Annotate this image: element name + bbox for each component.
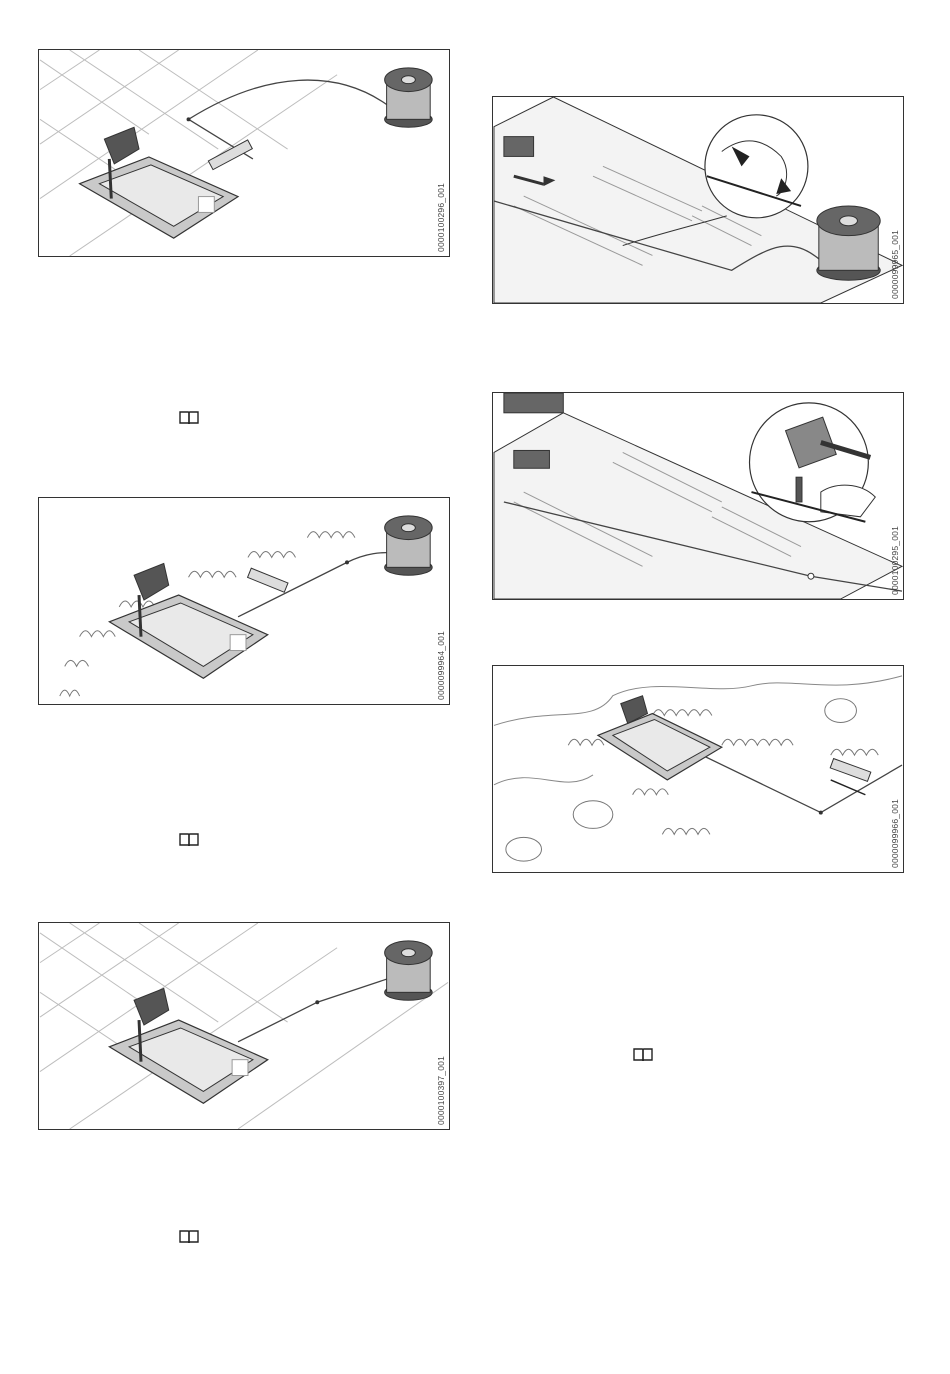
book-icon bbox=[632, 1047, 654, 1063]
illustration-tiled-patio-docking-station-straight-wire bbox=[39, 923, 449, 1129]
figure-code: 0000100397_001 bbox=[436, 1056, 446, 1125]
figure-code: 0000100296_001 bbox=[436, 183, 446, 252]
wire-spool bbox=[817, 206, 880, 280]
wire-spool bbox=[385, 516, 433, 575]
illustration-hammer-peg bbox=[493, 393, 903, 599]
book-icon bbox=[178, 410, 200, 426]
figure-code: 0000099965_001 bbox=[890, 230, 900, 299]
figure-wire-insertion-detail: 0000099965_001 bbox=[492, 96, 904, 304]
wire-spool bbox=[385, 941, 433, 1000]
figure-peg-hammering-detail: 0000100295_001 bbox=[492, 392, 904, 600]
figure-code: 0000099964_001 bbox=[436, 631, 446, 700]
figure-code: 0000099966_001 bbox=[890, 799, 900, 868]
illustration-tiled-patio-docking-station bbox=[39, 50, 449, 256]
illustration-wire-clip-insertion bbox=[493, 97, 903, 303]
illustration-garden-perimeter-wire bbox=[493, 666, 903, 872]
figure-code: 0000100295_001 bbox=[890, 526, 900, 595]
book-icon bbox=[178, 832, 200, 848]
figure-docking-station-wire-3: 0000100397_001 bbox=[38, 922, 450, 1130]
illustration-lawn-border-docking-station bbox=[39, 498, 449, 704]
figure-garden-layout-overview: 0000099966_001 bbox=[492, 665, 904, 873]
book-icon bbox=[178, 1229, 200, 1245]
figure-docking-station-wire-1: 0000100296_001 bbox=[38, 49, 450, 257]
figure-docking-station-wire-2: 0000099964_001 bbox=[38, 497, 450, 705]
wire-spool bbox=[385, 68, 433, 127]
